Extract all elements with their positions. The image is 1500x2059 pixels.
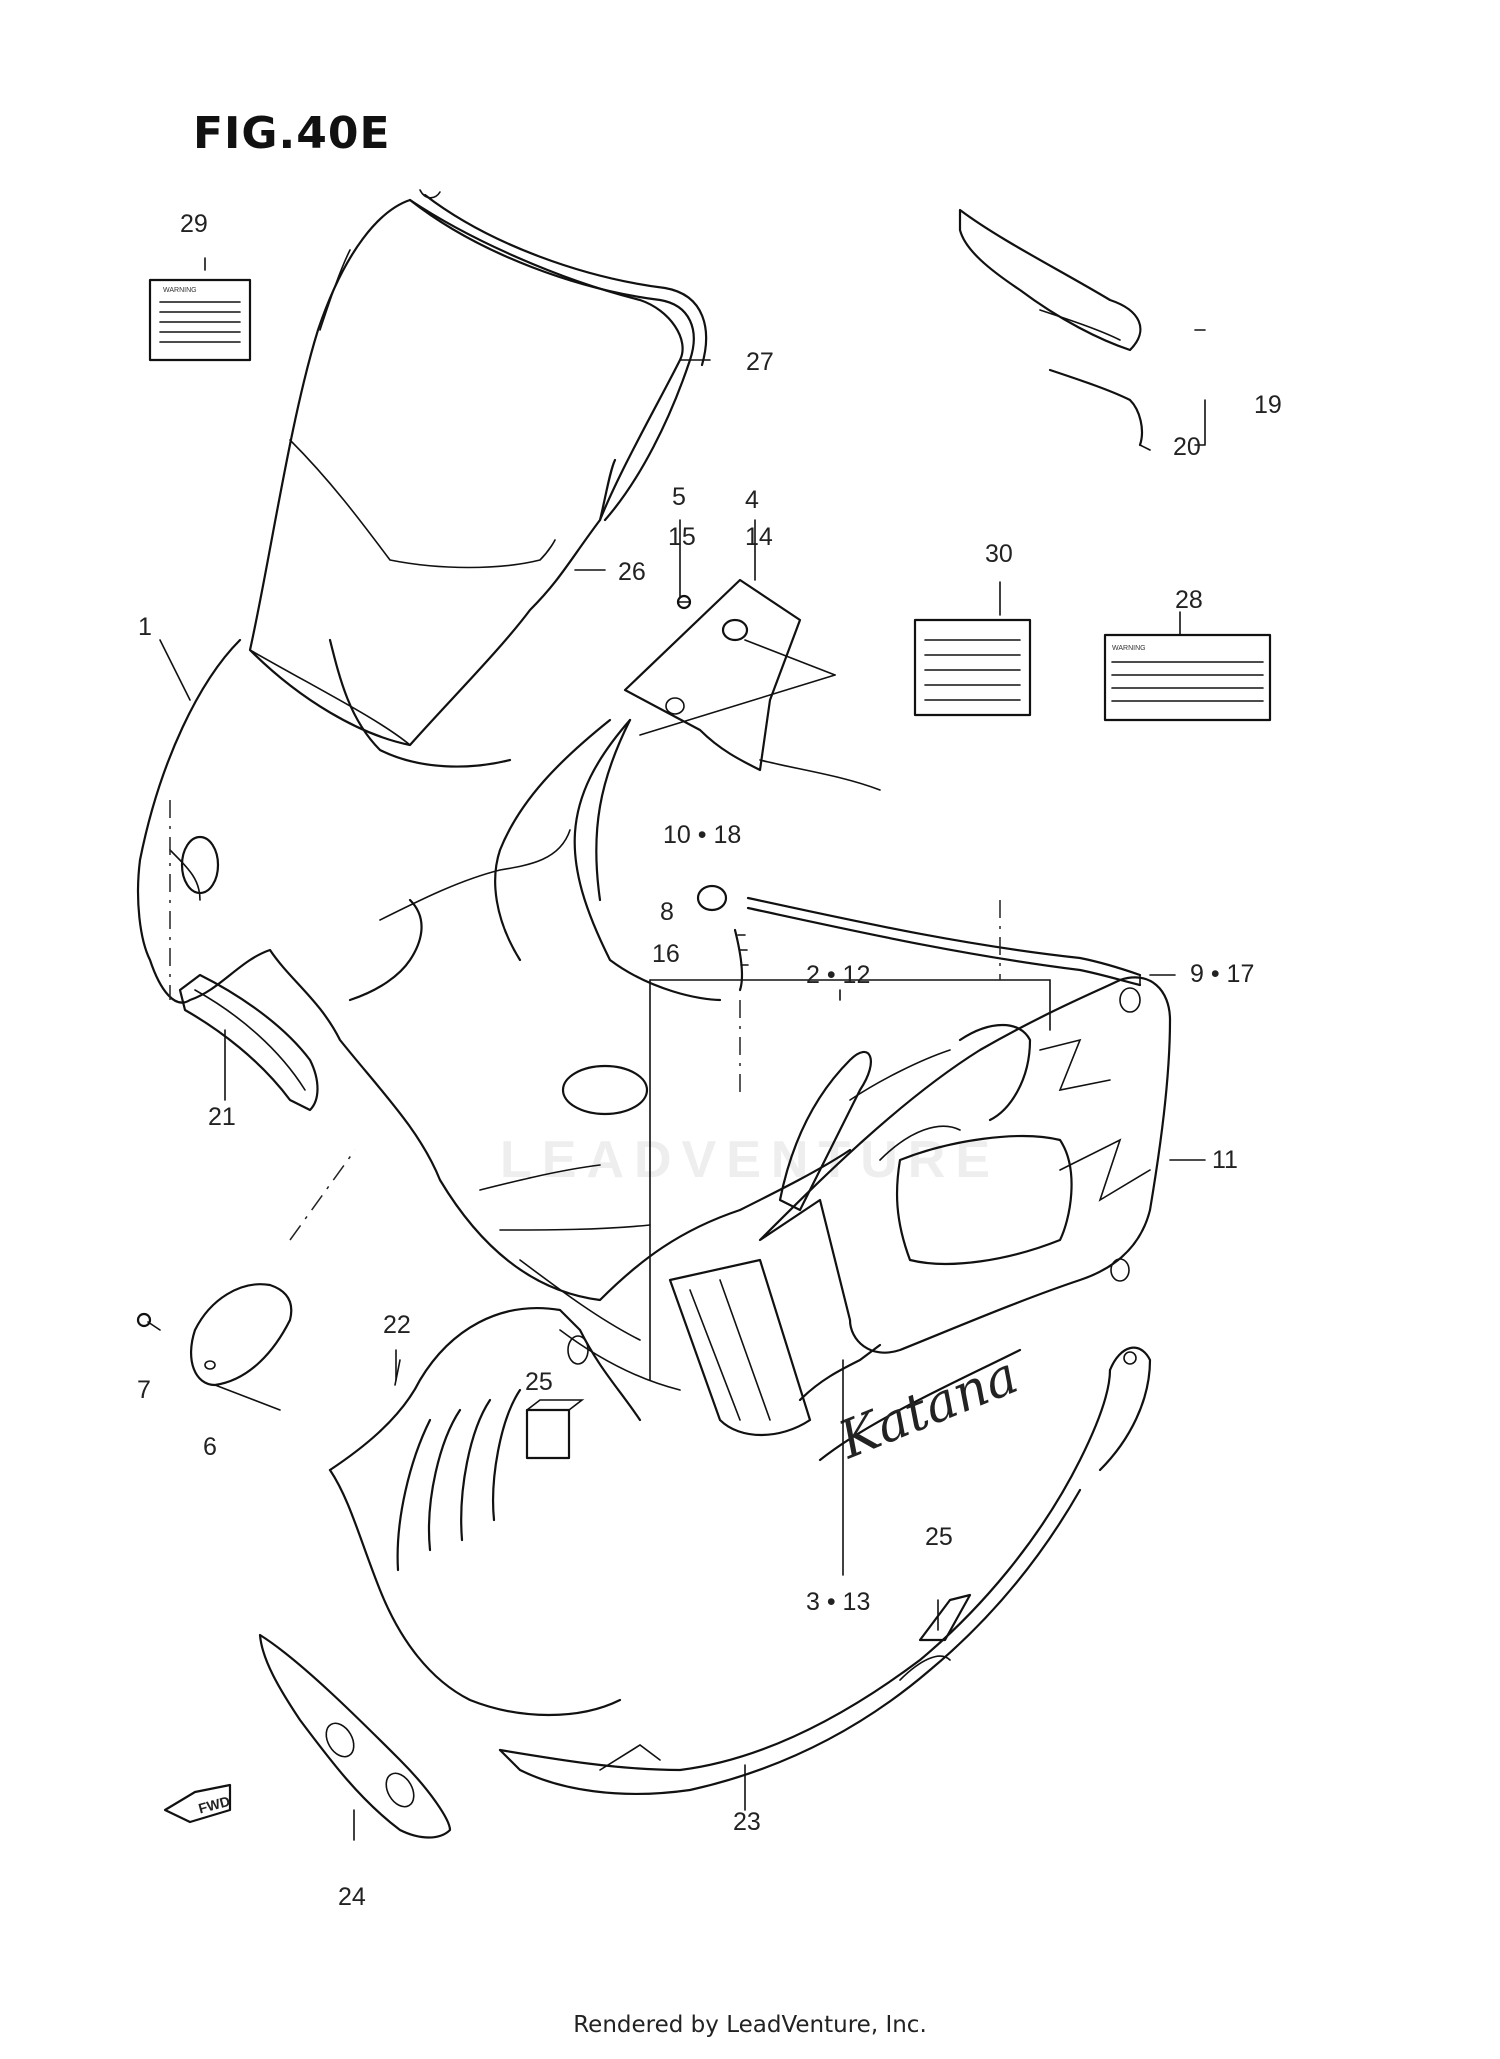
katana-decal-text: Katana	[830, 1346, 1026, 1472]
katana-decal-part-3-13[interactable]: Katana	[798, 1343, 1026, 1472]
callout-8: 8	[660, 898, 674, 926]
callout-5: 5	[672, 483, 686, 511]
upper-cowling-part-1[interactable]	[136, 638, 852, 1302]
foam-pad-part-25b[interactable]	[918, 1593, 972, 1642]
cowling-trim-part-19[interactable]	[958, 208, 1142, 352]
callout-3-13: 3 • 13	[806, 1588, 870, 1616]
callout-1: 1	[138, 613, 152, 641]
callout-26: 26	[618, 558, 646, 586]
callout-7: 7	[137, 1376, 151, 1404]
inner-panel-part-22[interactable]	[328, 1307, 642, 1717]
watermark: LEADVENTURE	[500, 1131, 1001, 1189]
callout-4: 4	[745, 486, 759, 514]
callout-6: 6	[203, 1433, 217, 1461]
callout-2-12: 2 • 12	[806, 961, 870, 989]
callout-15: 15	[668, 523, 696, 551]
graphic-decal-part-2-12[interactable]	[778, 1023, 1032, 1212]
warning-label-28-text: WARNING	[1112, 645, 1146, 652]
figure-title: FIG.40E	[193, 108, 391, 159]
air-duct-part-21[interactable]	[178, 973, 319, 1112]
bracket-part-24[interactable]	[258, 1633, 452, 1839]
info-label-part-30[interactable]	[913, 618, 1032, 717]
lower-cowling-part-23[interactable]	[498, 1346, 1152, 1796]
callout-22: 22	[383, 1311, 411, 1339]
callout-21: 21	[208, 1103, 236, 1131]
callout-11: 11	[1212, 1146, 1238, 1174]
callout-28: 28	[1175, 586, 1203, 614]
callout-23: 23	[733, 1808, 761, 1836]
forward-arrow-label: FWD	[197, 1793, 232, 1817]
callout-29: 29	[180, 210, 208, 238]
footer-credit: Rendered by LeadVenture, Inc.	[573, 2012, 927, 2038]
inner-panel-lines	[519, 1258, 812, 1436]
cover-cap-part-6[interactable]	[190, 1283, 293, 1411]
callout-24: 24	[338, 1883, 366, 1911]
forward-arrow-icon: FWD	[163, 1783, 232, 1824]
tape-strip-part-9-17[interactable]	[746, 896, 1142, 987]
callout-30: 30	[985, 540, 1013, 568]
decal-outline-box	[649, 979, 1051, 1381]
callout-19: 19	[1254, 391, 1282, 419]
inner-liner-curve	[573, 718, 881, 1002]
callout-27: 27	[746, 348, 774, 376]
screw-part-5-15[interactable]	[676, 594, 692, 610]
callout-20: 20	[1173, 433, 1201, 461]
warning-label-29-text: WARNING	[163, 287, 197, 294]
callout-16: 16	[652, 940, 680, 968]
warning-label-part-29[interactable]: WARNING	[148, 278, 252, 362]
windscreen-part-26[interactable]	[248, 198, 684, 747]
foam-pad-part-25a[interactable]	[525, 1399, 585, 1460]
callout-labels: 1 2 • 12 3 • 13 4 5 6 7 8 9 • 17 10 • 18…	[137, 210, 1282, 1911]
warning-label-part-28[interactable]: WARNING	[1103, 633, 1272, 722]
clip-part-20[interactable]	[1048, 368, 1151, 451]
callout-9-17: 9 • 17	[1190, 960, 1254, 988]
windscreen-trim-part-27[interactable]	[408, 189, 708, 522]
screw-part-7[interactable]	[136, 1312, 161, 1331]
callout-14: 14	[745, 523, 773, 551]
panel-bracket-part-4-14[interactable]	[623, 578, 836, 772]
side-cowling-part-11[interactable]	[758, 976, 1172, 1354]
callout-25a: 25	[525, 1368, 553, 1396]
grommet-part-8-10-16-18[interactable]	[696, 884, 749, 992]
dashed-relation-lines	[169, 800, 1001, 1241]
leader-lines	[159, 257, 1206, 1841]
callout-10-18: 10 • 18	[663, 821, 741, 849]
callout-25b: 25	[925, 1523, 953, 1551]
